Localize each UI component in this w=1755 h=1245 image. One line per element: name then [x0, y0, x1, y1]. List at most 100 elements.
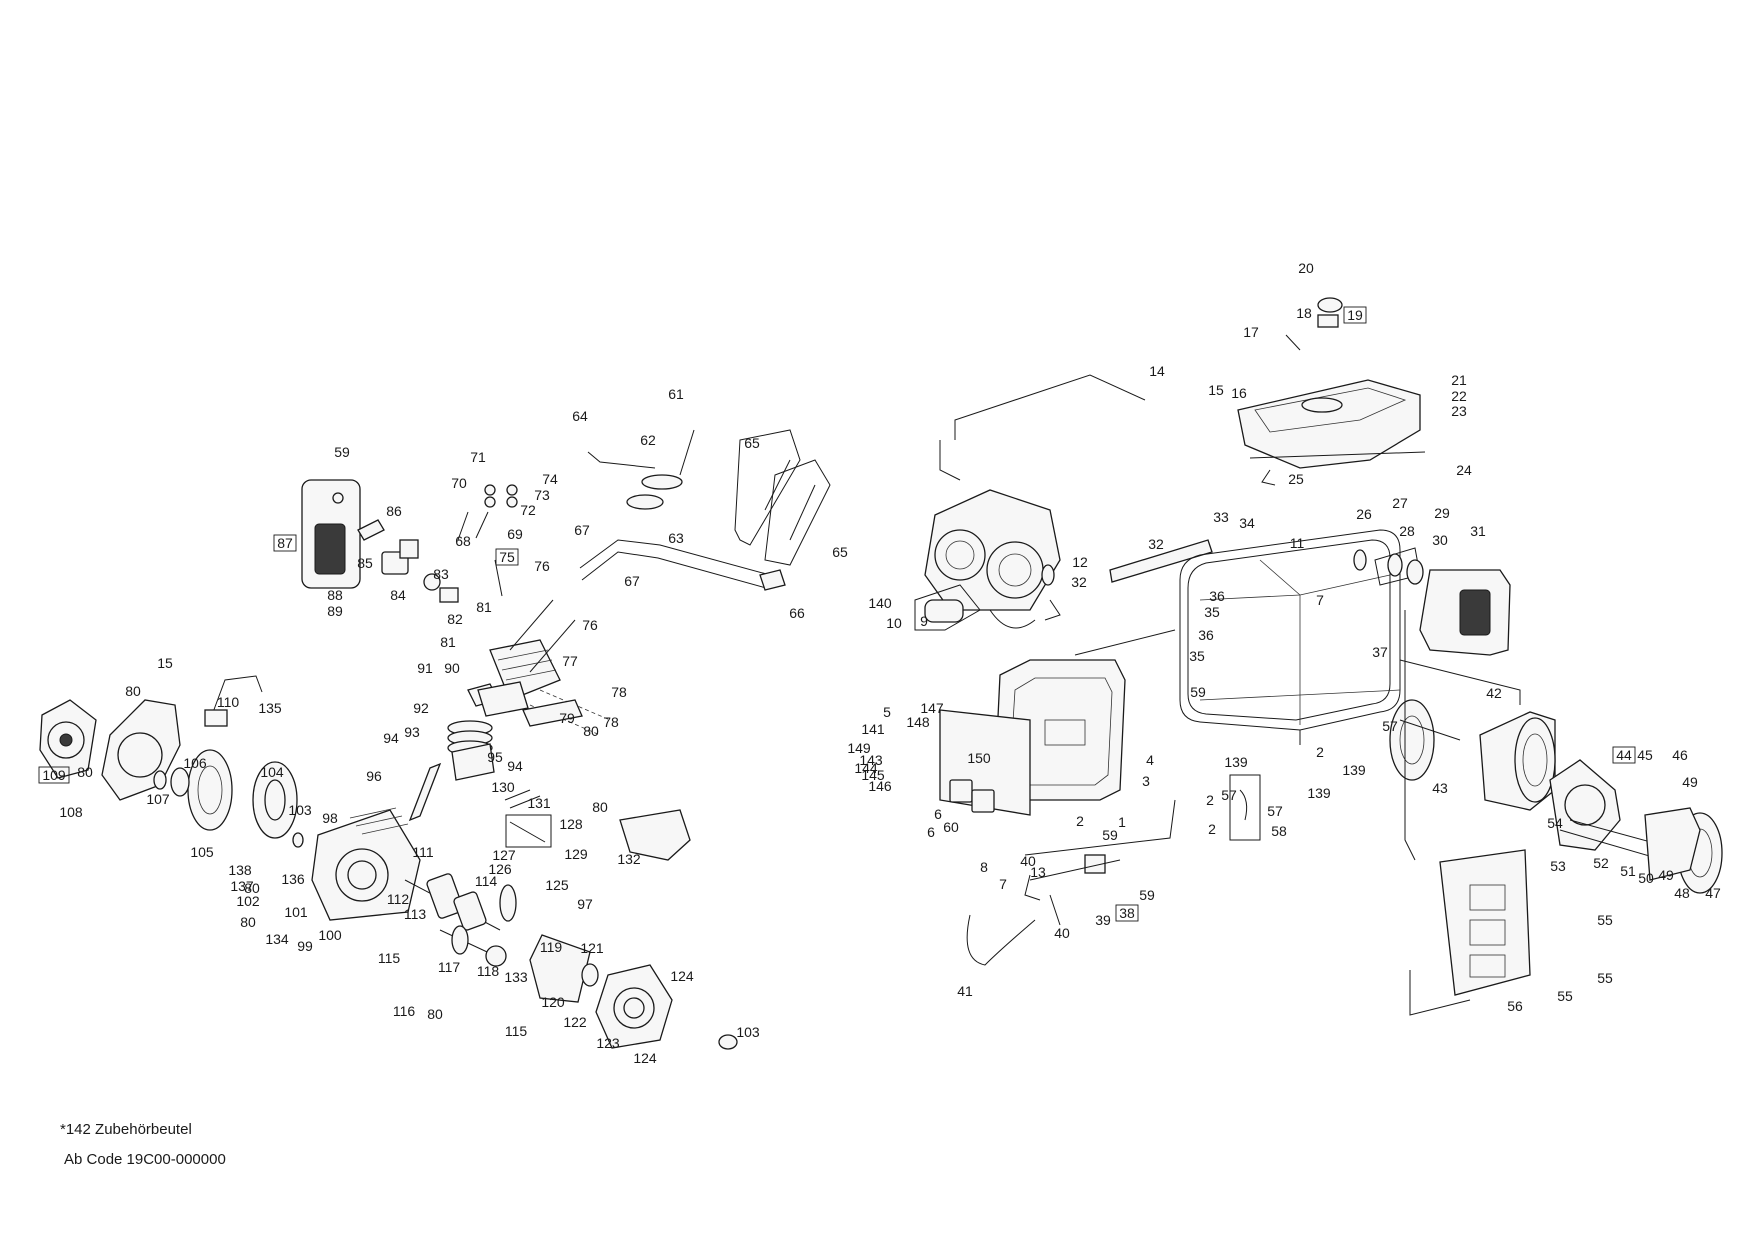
- bolt-61: [679, 429, 695, 476]
- callout-25: 25: [1288, 471, 1304, 487]
- callout-48: 48: [1674, 885, 1690, 901]
- callout-36: 36: [1209, 588, 1225, 604]
- callout-99: 99: [297, 938, 313, 954]
- callout-35: 35: [1189, 648, 1205, 664]
- callout-144: 144: [854, 760, 878, 776]
- callout-box-109: [38, 766, 70, 784]
- callout-box-58: [1229, 774, 1261, 841]
- callout-147: 147: [920, 700, 944, 716]
- callout-68: 68: [455, 533, 471, 549]
- callout-82: 82: [447, 611, 463, 627]
- flywheel: [252, 761, 298, 839]
- callout-123: 123: [596, 1035, 620, 1051]
- callout-80: 80: [244, 880, 260, 896]
- fuel-filter-19: [1317, 314, 1339, 328]
- callout-box-128: [505, 814, 552, 848]
- callout-19: 19: [1347, 307, 1363, 323]
- callout-24: 24: [1456, 462, 1472, 478]
- callout-74: 74: [542, 471, 558, 487]
- rod-130: [509, 795, 541, 809]
- callout-53: 53: [1550, 858, 1566, 874]
- fuel-gauge-17: [1285, 334, 1301, 351]
- callout-14: 14: [1149, 363, 1165, 379]
- callout-133: 133: [504, 969, 528, 985]
- callout-95: 95: [487, 749, 503, 765]
- callout-80: 80: [77, 764, 93, 780]
- callout-80: 80: [583, 723, 599, 739]
- arrestor-rod-a: [764, 459, 791, 511]
- callout-3: 3: [1142, 773, 1150, 789]
- ignition-coil-110: [204, 709, 228, 727]
- callout-43: 43: [1432, 780, 1448, 796]
- callout-box-19: [1343, 306, 1367, 324]
- callout-15: 15: [157, 655, 173, 671]
- callout-52: 52: [1593, 855, 1609, 871]
- callout-46: 46: [1672, 747, 1688, 763]
- callout-9: 9: [920, 613, 928, 629]
- callout-30: 30: [1432, 532, 1448, 548]
- callout-87: 87: [277, 535, 293, 551]
- rod-131: [504, 789, 531, 801]
- callout-120: 120: [541, 994, 565, 1010]
- callout-77: 77: [562, 653, 578, 669]
- arrestor-rod-b: [789, 484, 816, 541]
- callout-4: 4: [1146, 752, 1154, 768]
- callout-2: 2: [1316, 744, 1324, 760]
- callout-81: 81: [476, 599, 492, 615]
- callout-57: 57: [1267, 803, 1283, 819]
- callout-6: 6: [927, 824, 935, 840]
- callout-59: 59: [334, 444, 350, 460]
- ground-58: [1239, 789, 1248, 821]
- callout-11: 11: [1290, 535, 1305, 551]
- callout-116: 116: [393, 1003, 416, 1019]
- callout-21: 21: [1451, 372, 1467, 388]
- exhaust-gasket-62: [641, 474, 683, 490]
- frame-bar-32: [1109, 539, 1213, 583]
- callout-box-44: [1612, 746, 1636, 764]
- callout-102: 102: [236, 893, 260, 909]
- callout-115: 115: [378, 950, 401, 966]
- rotor: [1389, 699, 1461, 781]
- callout-37: 37: [1372, 644, 1388, 660]
- end-bracket: [1549, 759, 1621, 851]
- fuel-line-14: [954, 374, 1146, 440]
- fuel-valve-25: [1261, 469, 1276, 486]
- callout-67: 67: [574, 522, 590, 538]
- callout-115: 115: [505, 1023, 528, 1039]
- avr-38: [1084, 854, 1106, 874]
- callout-20: 20: [1298, 260, 1314, 276]
- callout-125: 125: [545, 877, 569, 893]
- callout-31: 31: [1470, 523, 1486, 539]
- callout-91: 91: [417, 660, 433, 676]
- guide-line-alt: [1399, 659, 1521, 705]
- callout-139: 139: [1224, 754, 1248, 770]
- callout-39: 39: [1095, 912, 1111, 928]
- callout-62: 62: [640, 432, 656, 448]
- callout-136: 136: [281, 871, 305, 887]
- callout-36: 36: [1198, 627, 1214, 643]
- push-rod-76: [509, 599, 554, 651]
- valve-set: [457, 484, 518, 541]
- callout-94: 94: [383, 730, 399, 746]
- callout-51: 51: [1620, 863, 1636, 879]
- callout-box-87: [273, 534, 297, 552]
- callout-124: 124: [670, 968, 694, 984]
- callout-box-65b: [764, 459, 831, 566]
- guide-line-frame: [1074, 629, 1176, 656]
- callout-34: 34: [1239, 515, 1255, 531]
- callout-40: 40: [1054, 925, 1070, 941]
- callout-59: 59: [1102, 827, 1118, 843]
- callout-2: 2: [1076, 813, 1084, 829]
- callout-138: 138: [228, 862, 252, 878]
- callout-47: 47: [1705, 885, 1721, 901]
- callout-8: 8: [980, 859, 988, 875]
- piston-93: [451, 743, 495, 781]
- callout-40: 40: [1020, 853, 1036, 869]
- callout-104: 104: [260, 764, 284, 780]
- callout-134: 134: [265, 931, 289, 947]
- bushing-26: [1353, 549, 1367, 571]
- callout-71: 71: [470, 449, 486, 465]
- callout-6: 6: [934, 806, 942, 822]
- callout-32: 32: [1148, 536, 1164, 552]
- callout-33: 33: [1213, 509, 1229, 525]
